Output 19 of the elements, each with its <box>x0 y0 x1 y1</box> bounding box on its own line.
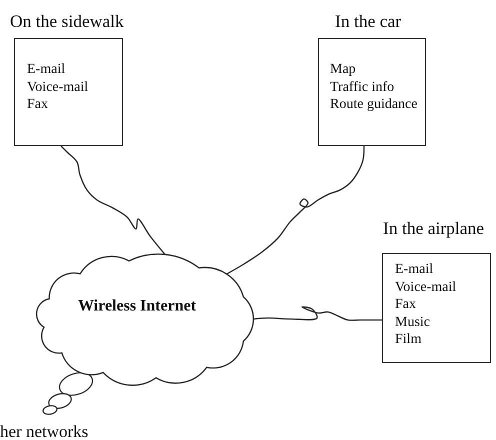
list-item: Traffic info <box>330 78 396 96</box>
wavy-connector <box>226 146 365 275</box>
list-item: E-mail <box>27 61 66 78</box>
list-item: Fax <box>395 296 417 314</box>
list-item: Route guidance <box>330 96 418 114</box>
list-item: Film <box>395 331 422 348</box>
list-item: E-mail <box>395 261 434 278</box>
list-item: Voice-mail <box>27 78 90 96</box>
wavy-connector <box>60 146 166 255</box>
text-label: her networks <box>0 423 88 440</box>
wavy-connector <box>253 306 382 321</box>
heading: In the airplane <box>383 218 484 238</box>
list-item: Voice-mail <box>395 278 458 296</box>
cloud-label: Wireless Internet <box>78 296 196 316</box>
heading: On the sidewalk <box>10 11 124 31</box>
list-item: Music <box>395 314 431 331</box>
heading: In the car <box>335 11 402 31</box>
list-item: Fax <box>27 96 49 114</box>
list-item: Map <box>330 61 357 78</box>
